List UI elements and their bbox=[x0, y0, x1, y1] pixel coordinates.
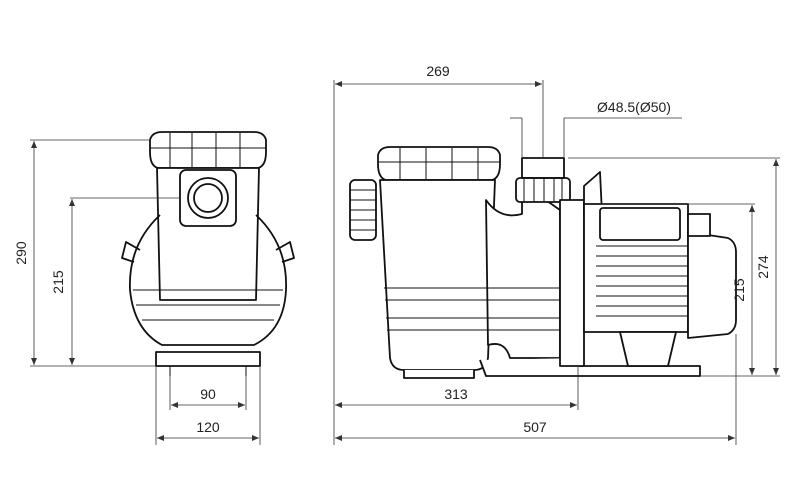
front-inlet-height-label: 215 bbox=[50, 270, 66, 294]
side-height-label: 274 bbox=[755, 255, 771, 279]
outlet-diameter-label: Ø48.5(Ø50) bbox=[597, 99, 671, 115]
front-height-label: 290 bbox=[13, 241, 29, 265]
side-length-label: 507 bbox=[523, 419, 547, 435]
side-view bbox=[349, 146, 737, 379]
front-view bbox=[121, 131, 295, 376]
side-outlet-height-label: 215 bbox=[731, 278, 747, 302]
side-base-label: 313 bbox=[444, 386, 468, 402]
front-dimensions bbox=[30, 139, 261, 445]
front-width-label: 120 bbox=[196, 419, 220, 435]
front-base-label: 90 bbox=[200, 386, 216, 402]
side-dimensions bbox=[333, 80, 780, 445]
side-top-label: 269 bbox=[426, 63, 450, 79]
